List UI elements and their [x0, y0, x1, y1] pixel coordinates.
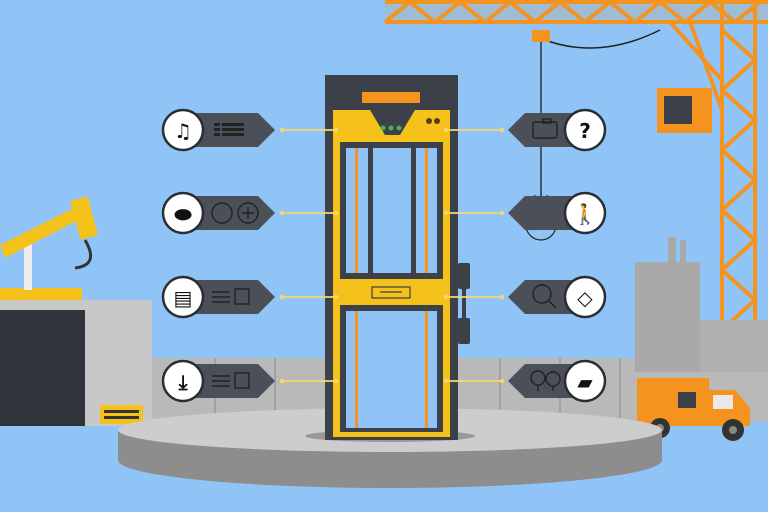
scanner-tower: [325, 75, 470, 440]
chimney: [668, 237, 676, 265]
connector-dot: [443, 127, 449, 133]
led-indicator: [396, 125, 402, 131]
vent-grille: [100, 405, 143, 424]
connector-dot: [499, 210, 505, 216]
callout-icon-badge[interactable]: [161, 359, 205, 403]
download-icon: ⤓: [178, 370, 189, 394]
connector-dot: [443, 294, 449, 300]
hook-block: [532, 30, 550, 42]
counterweight-window: [664, 96, 692, 124]
text-box-icon: [212, 288, 250, 305]
vent-slot: [104, 410, 139, 413]
callout-icon-badge[interactable]: [563, 359, 607, 403]
side-handle: [458, 263, 470, 289]
callout-right-4: ▰: [443, 359, 607, 403]
tower-crane: [383, 0, 768, 400]
callout-icon-badge[interactable]: [563, 108, 607, 152]
connector-dot: [333, 127, 339, 133]
person-icon: 🚶: [573, 202, 598, 226]
callout-icon-badge[interactable]: [563, 191, 607, 235]
connector-dot: [499, 294, 505, 300]
status-display: [362, 92, 420, 103]
left-building-door: [0, 310, 85, 426]
vent-slot: [104, 416, 139, 419]
connector-dot: [333, 294, 339, 300]
connector-dot: [279, 378, 285, 384]
callout-left-2: ⬬: [161, 191, 339, 235]
callout-icon-badge[interactable]: [563, 275, 607, 319]
led-indicator: [380, 125, 386, 131]
right-building: [635, 262, 700, 372]
callouts-right: ? 🚶 ◇ ▰: [443, 108, 607, 403]
connector-dot: [333, 210, 339, 216]
chimney: [680, 240, 686, 265]
magnifier-icon: [532, 284, 557, 309]
crane-cable: [544, 29, 661, 49]
diamond-icon: ◇: [577, 286, 593, 310]
question-mark-icon: ?: [579, 119, 591, 143]
document-layout-icon: ▤: [174, 286, 193, 310]
callout-left-3: ▤: [161, 275, 339, 319]
connector-dot: [443, 378, 449, 384]
callout-left-1: ♫: [161, 108, 339, 152]
text-box-icon: [212, 372, 250, 389]
circles-icon: [211, 202, 259, 224]
connector-dot: [499, 378, 505, 384]
callout-icon-badge[interactable]: [161, 191, 205, 235]
football-icon: ⬬: [174, 202, 192, 226]
connector-dot: [499, 127, 505, 133]
callout-right-3: ◇: [443, 275, 607, 319]
callout-right-1: ?: [443, 108, 607, 152]
robotic-arm: [0, 196, 98, 300]
callout-icon-badge[interactable]: [161, 108, 205, 152]
connector-dot: [443, 210, 449, 216]
led-indicator: [388, 125, 394, 131]
connector-dot: [279, 294, 285, 300]
callout-left-4: ⤓: [161, 359, 339, 403]
callout-icon-badge[interactable]: [161, 275, 205, 319]
trees-icon: [530, 370, 561, 391]
callout-right-2: 🚶: [443, 191, 607, 235]
camera-icon: [532, 118, 558, 139]
text-lines-icon: [214, 123, 244, 136]
connector-dot: [333, 378, 339, 384]
orange-truck: [637, 378, 750, 441]
music-note-icon: ♫: [174, 119, 192, 143]
connector-dot: [279, 127, 285, 133]
callouts-left: ♫ ⬬ ▤ ⤓: [161, 108, 339, 403]
right-building-annex: [700, 320, 768, 372]
toolbox-icon: ▰: [577, 370, 593, 394]
connector-dot: [279, 210, 285, 216]
